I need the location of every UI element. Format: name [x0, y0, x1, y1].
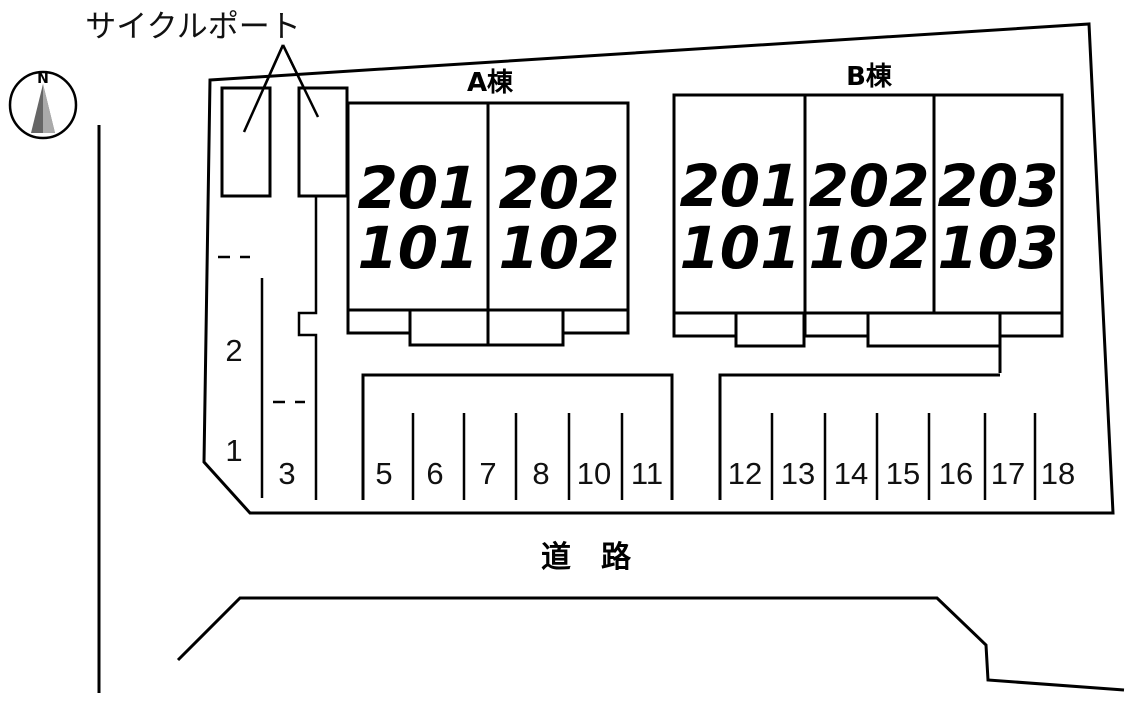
- unit-lower: 102: [808, 214, 929, 282]
- stall-number: 17: [991, 456, 1025, 491]
- leader-line: [281, 44, 320, 118]
- stall-number: 5: [375, 456, 392, 491]
- unit-lower: 101: [357, 214, 478, 282]
- building-b-label: B棟: [846, 62, 893, 92]
- building-a: A棟 201 101 202 102: [346, 68, 630, 347]
- building-b: B棟 201 101 202 102 203 103: [672, 62, 1064, 373]
- north-label: N: [37, 71, 49, 87]
- unit-lower: 102: [498, 214, 619, 282]
- stall-number: 10: [577, 456, 611, 491]
- stall-number: 12: [728, 456, 762, 491]
- stall-dividers: [411, 413, 624, 500]
- parking-block-center: [361, 373, 674, 500]
- road-edge: [176, 596, 1125, 692]
- building-a-label: A棟: [467, 68, 514, 98]
- site-boundary: [202, 22, 1115, 515]
- unit-upper: 203: [937, 152, 1058, 220]
- stall-number: 16: [939, 456, 973, 491]
- stall-number: 2: [225, 333, 242, 368]
- unit-upper: 202: [808, 152, 929, 220]
- stall-number: 1: [225, 433, 242, 468]
- parking-block-right: [718, 373, 1000, 500]
- cycle-port-1: [220, 86, 272, 198]
- stall-dividers: [770, 413, 1037, 500]
- unit-upper: 201: [357, 154, 478, 222]
- road-label: 道 路: [541, 540, 632, 575]
- cycle-port-2: [297, 86, 349, 198]
- cycle-port-label: サイクルポート: [85, 9, 300, 45]
- stall-number: 14: [834, 456, 868, 491]
- stall-number: 11: [631, 456, 663, 491]
- stall-number: 18: [1041, 456, 1075, 491]
- unit-upper: 201: [679, 152, 800, 220]
- unit-lower: 101: [679, 214, 800, 282]
- stall-number: 13: [781, 456, 815, 491]
- stall-number: 3: [278, 456, 295, 491]
- stall-divider: [297, 196, 318, 500]
- stall-number: 6: [426, 456, 443, 491]
- unit-upper: 202: [498, 154, 619, 222]
- leader-line: [242, 44, 285, 133]
- stall-number: 7: [479, 456, 496, 491]
- stall-number: 15: [886, 456, 920, 491]
- stall-number: 8: [532, 456, 549, 491]
- north-arrow-icon: N: [8, 70, 78, 140]
- unit-lower: 103: [937, 214, 1058, 282]
